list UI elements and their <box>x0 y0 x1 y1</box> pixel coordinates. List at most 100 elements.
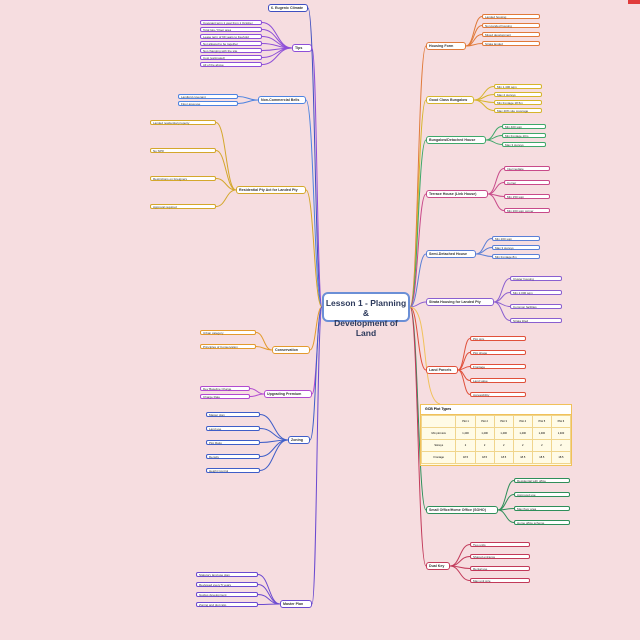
leaf-item[interactable]: Mixed development <box>482 32 540 37</box>
leaf-item[interactable]: Residential with office <box>514 478 570 483</box>
leaf-item[interactable]: Urban category <box>200 330 256 335</box>
leaf-item[interactable]: Restrictions on foreigners <box>150 176 216 181</box>
leaf-item[interactable]: Plot shape <box>470 350 526 355</box>
leaf-item[interactable]: Max 3 storeys <box>492 245 540 250</box>
link-line <box>473 99 495 111</box>
leaf-item[interactable]: All of the above <box>200 62 262 67</box>
topic-semi[interactable]: Semi-Detached House <box>426 250 476 258</box>
leaf-item[interactable]: Max floor area <box>514 506 570 511</box>
leaf-item[interactable]: Max unit size <box>470 578 530 583</box>
leaf-item[interactable]: Principles of Conservation <box>200 344 256 349</box>
leaf-item[interactable]: Home office scheme <box>514 520 570 525</box>
leaf-item[interactable]: Two units <box>470 542 530 547</box>
leaf-item[interactable]: Not allowed to be together <box>200 41 262 46</box>
leaf-item[interactable]: No SPR <box>150 148 216 153</box>
leaf-item[interactable]: Charge Rate <box>200 394 250 399</box>
topic-bungalow[interactable]: Bungalow/Detached House <box>426 136 486 144</box>
leaf-item[interactable]: Density <box>206 454 260 459</box>
leaf-item[interactable]: Rental use <box>470 566 530 571</box>
topic-guide[interactable]: 6. Eugenic Climate <box>268 4 308 12</box>
leaf-item[interactable]: Land use <box>206 426 260 431</box>
leaf-item[interactable]: Statutory land use plan <box>196 572 258 577</box>
topic-zoning[interactable]: Zoning <box>288 436 310 444</box>
leaf-item[interactable]: Corner <box>504 180 550 185</box>
leaf-item[interactable]: Max 40% site coverage <box>494 108 542 113</box>
leaf-item[interactable]: Max 3 storeys <box>502 142 546 147</box>
link-line <box>311 47 323 308</box>
topic-residential[interactable]: Residential Pty Act for Landed Pty <box>236 186 306 194</box>
leaf-item[interactable]: Plot Ratio <box>206 440 260 445</box>
leaf-item[interactable]: Min frontage 18.5m <box>494 100 542 105</box>
topic-conservation[interactable]: Conservation <box>272 346 310 354</box>
link-line <box>457 369 471 395</box>
leaf-item[interactable]: Covenant term 1 year from 1 October <box>200 20 262 25</box>
leaf-item[interactable]: Strata titled <box>510 318 562 323</box>
table-cell: 18.5 <box>550 451 572 464</box>
leaf-item[interactable]: Non-landed housing <box>482 23 540 28</box>
leaf-item[interactable]: Shared entrance <box>470 554 530 559</box>
topic-dual-key[interactable]: Dual Key <box>426 562 450 570</box>
link-line <box>261 29 293 49</box>
top-bar <box>0 0 640 4</box>
link-line <box>261 43 293 49</box>
link-line <box>257 584 281 605</box>
link-line <box>309 306 323 441</box>
leaf-item[interactable]: Min frontage 8m <box>492 254 540 259</box>
leaf-item[interactable]: Lease term of 99 years to freehold <box>200 34 262 39</box>
topic-soho[interactable]: Small Office/Home Office (SOHO) <box>426 506 498 514</box>
leaf-item[interactable]: Approved use <box>514 492 570 497</box>
link-line <box>409 306 427 371</box>
leaf-item[interactable]: Min 150 sqm <box>504 194 550 199</box>
leaf-item[interactable]: Min 200 sqm corner <box>504 208 550 213</box>
leaf-item[interactable]: Not changing with the site <box>200 48 262 53</box>
leaf-item[interactable]: Strata landed <box>482 41 540 46</box>
table-cell: Min plot size <box>420 427 457 440</box>
leaf-item[interactable]: Common facilities <box>510 304 562 309</box>
topic-good-class[interactable]: Good Class Bungalow <box>426 96 474 104</box>
link-line <box>465 43 483 47</box>
leaf-item[interactable]: Intermediate <box>504 166 550 171</box>
leaf-item[interactable]: Landlord covenant <box>178 94 238 99</box>
leaf-item[interactable]: Max 2 storeys <box>494 92 542 97</box>
close-indicator[interactable] <box>628 0 640 4</box>
leaf-item[interactable]: Min 400 sqm <box>502 124 546 129</box>
topic-terrace[interactable]: Terrace House (Link House) <box>426 190 488 198</box>
leaf-item[interactable]: Plot size <box>470 336 526 341</box>
leaf-item[interactable]: Approval required <box>150 204 216 209</box>
leaf-item[interactable]: Landed housing <box>482 14 540 19</box>
topic-upgrading[interactable]: Upgrading Premium <box>264 390 312 398</box>
table-cell: 1,400 <box>512 427 533 440</box>
leaf-item[interactable]: Total lots / Floor area <box>200 27 262 32</box>
leaf-item[interactable]: Cost (estimated) <box>200 55 262 60</box>
leaf-item[interactable]: Land value <box>470 378 526 383</box>
topic-housing[interactable]: Housing Form <box>426 42 466 50</box>
central-topic[interactable]: Lesson 1 - Planning & Development of Lan… <box>322 292 410 338</box>
topic-commercial[interactable]: Non-Commercial Bells <box>258 96 306 104</box>
leaf-item[interactable]: Cluster housing <box>510 276 562 281</box>
link-line <box>255 346 273 351</box>
topic-master-plan[interactable]: Master Plan <box>280 600 312 608</box>
topic-land-parcels[interactable]: Land Parcels <box>426 366 458 374</box>
leaf-item[interactable]: Dev Baseline Charge <box>200 386 250 391</box>
leaf-item[interactable]: Landed residential property <box>150 120 216 125</box>
leaf-item[interactable]: Min 2,000 sqm <box>510 290 562 295</box>
table-cell: 1,400 <box>493 427 514 440</box>
leaf-item[interactable]: Min frontage 10m <box>502 133 546 138</box>
topic-strata[interactable]: Strata Housing for Landed Pty <box>426 298 494 306</box>
leaf-item[interactable]: Zoning and plot ratio <box>196 602 258 607</box>
leaf-item[interactable]: Reviewed every 5 years <box>196 582 258 587</box>
leaf-item[interactable]: Frontage <box>470 364 526 369</box>
link-line <box>409 45 427 308</box>
table-cell: 2 <box>550 439 572 452</box>
leaf-item[interactable]: Guides development <box>196 592 258 597</box>
leaf-item[interactable]: Min 1,400 sqm <box>494 84 542 89</box>
leaf-item[interactable]: Min 200 sqm <box>492 236 540 241</box>
topic-tips[interactable]: Tips <box>292 44 312 52</box>
leaf-item[interactable]: Accessibility <box>470 392 526 397</box>
leaf-item[interactable]: Floor area use <box>178 101 238 106</box>
leaf-item[interactable]: Height Control <box>206 468 260 473</box>
link-line <box>215 122 237 191</box>
leaf-item[interactable]: Master plan <box>206 412 260 417</box>
table-cell: 18.5 <box>474 451 495 464</box>
